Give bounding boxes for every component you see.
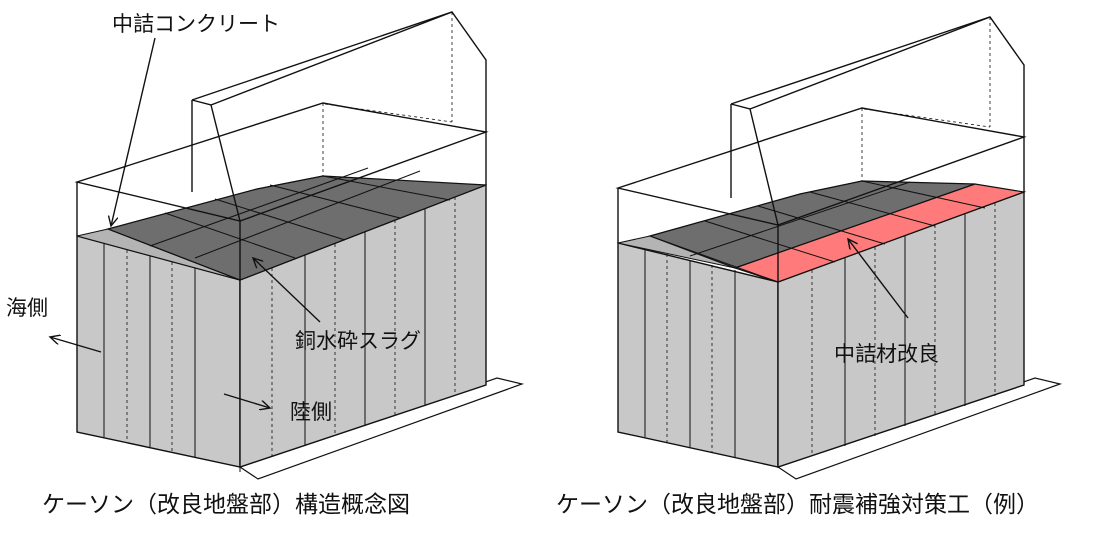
arrow-concrete xyxy=(111,37,156,226)
left-wall-dashes xyxy=(126,197,456,456)
caption-right: ケーソン（改良地盤部）耐震補強対策工（例） xyxy=(556,492,1039,518)
right-caisson xyxy=(615,16,1063,480)
label-infill-improvement: 中詰材改良 xyxy=(834,342,939,366)
right-upper-frame xyxy=(615,16,1027,282)
right-wall-dashes xyxy=(666,203,996,456)
arrow-sea xyxy=(50,337,102,353)
right-dark-fill xyxy=(648,180,976,269)
label-sea-side: 海側 xyxy=(6,296,48,320)
right-fill-grid xyxy=(649,180,986,283)
label-infill-concrete: 中詰コンクリート xyxy=(112,12,280,36)
right-hidden-edges xyxy=(861,17,991,181)
right-front-wall xyxy=(617,242,779,468)
left-caisson xyxy=(50,11,525,480)
left-fill-grid xyxy=(107,167,451,281)
arrow-land xyxy=(223,393,270,408)
label-copper-slag: 銅水砕スラグ xyxy=(295,329,421,353)
left-upper-frame xyxy=(74,11,489,280)
right-wall-partitions xyxy=(644,214,966,457)
arrow-improve xyxy=(848,239,909,319)
caption-left: ケーソン（改良地盤部）構造概念図 xyxy=(42,492,410,518)
arrow-slag xyxy=(253,258,321,323)
left-hidden-edges xyxy=(322,12,453,176)
left-wall-partitions xyxy=(103,209,426,457)
label-land-side: 陸側 xyxy=(290,400,332,424)
